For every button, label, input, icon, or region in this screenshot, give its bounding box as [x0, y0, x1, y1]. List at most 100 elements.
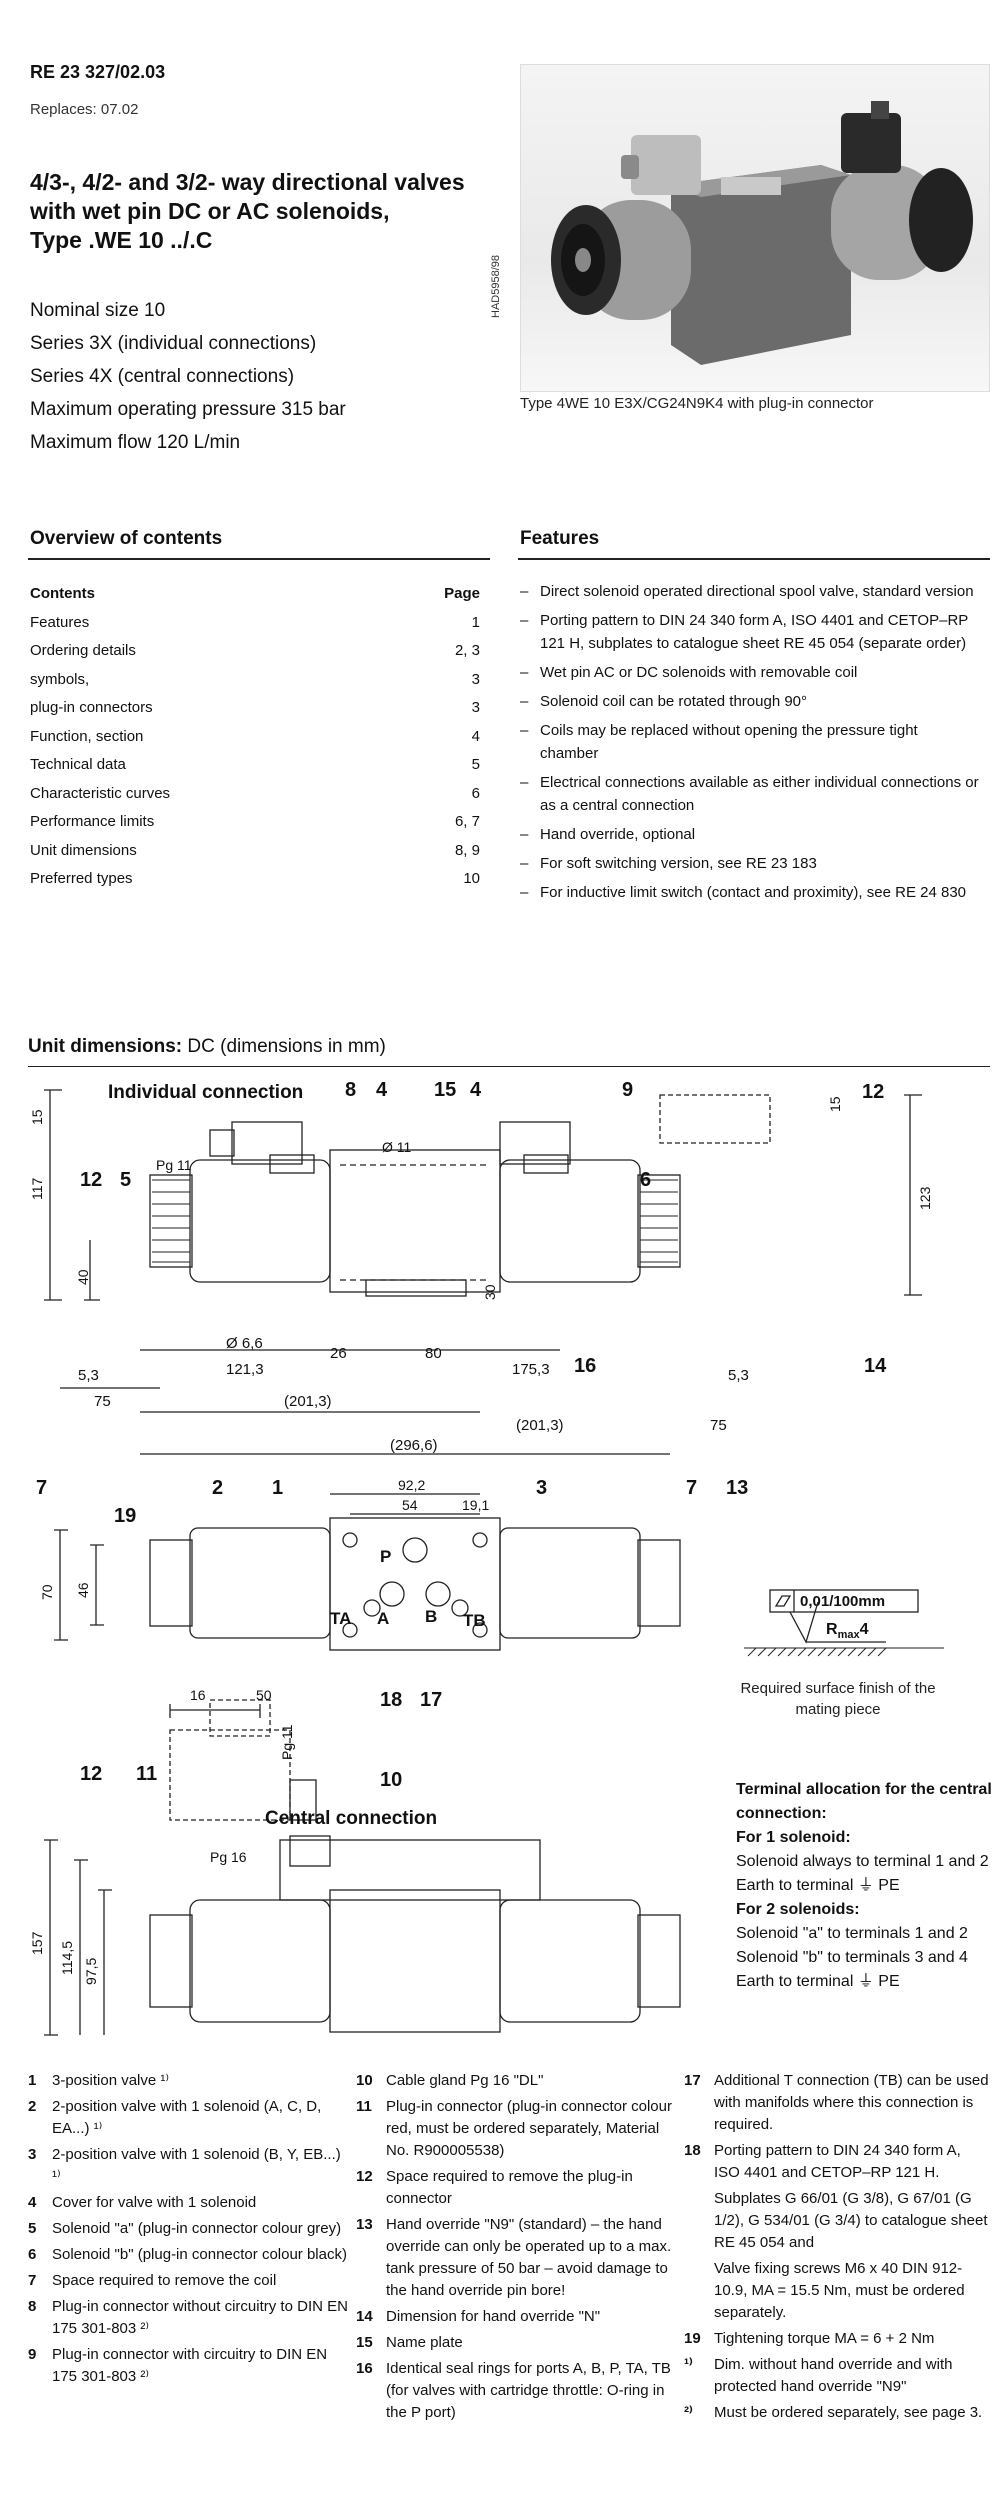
terminal-heading: Terminal allocation for the central conn… [736, 1781, 992, 1822]
spec-series-3x: Series 3X (individual connections) [30, 333, 317, 354]
callout-13: 13 [726, 1477, 748, 1499]
legend-number: 14 [356, 2308, 373, 2325]
legend-text: Hand override "N9" (standard) – the hand… [386, 2216, 672, 2299]
spec-max-pressure: Maximum operating pressure 315 bar [30, 399, 346, 420]
terminal-allocation: Terminal allocation for the central conn… [736, 1778, 996, 1994]
legend-number: 13 [356, 2216, 373, 2233]
port-b [425, 1581, 451, 1607]
features-list: –Direct solenoid operated directional sp… [520, 580, 980, 910]
unit-dimensions-rule [28, 1066, 990, 1067]
feature-text: Electrical connections available as eith… [540, 774, 979, 814]
contents-row-label: Features [30, 613, 90, 631]
legend-number: ¹⁾ [684, 2356, 693, 2373]
terminal-two-b: Solenoid "b" to terminals 3 and 4 [736, 1949, 968, 1966]
feature-text: For inductive limit switch (contact and … [540, 884, 966, 901]
unit-dimensions-note: DC (dimensions in mm) [182, 1036, 386, 1057]
callout-17: 17 [420, 1689, 442, 1711]
dim-114-5: 114,5 [59, 1941, 75, 1975]
features-heading: Features [520, 528, 600, 549]
contents-row-label: Unit dimensions [30, 841, 137, 859]
contents-row-page: 3 [471, 699, 480, 716]
callout-12c: 12 [80, 1763, 102, 1785]
legend-number: 6 [28, 2246, 37, 2263]
dim-26: 26 [330, 1345, 347, 1362]
legend-number: 15 [356, 2334, 373, 2351]
dim-40: 40 [75, 1269, 91, 1285]
solenoid-a-nut [149, 1174, 193, 1268]
legend-item: ²⁾Must be ordered separately, see page 3… [684, 2402, 990, 2424]
terminal-two-solenoids-head: For 2 solenoids: [736, 1901, 860, 1918]
legend-number: ²⁾ [684, 2404, 693, 2421]
contents-row-label: Preferred types [30, 870, 133, 887]
legend-text: Dimension for hand override "N" [386, 2308, 601, 2325]
legend-text: Additional T connection (TB) can be used… [714, 2072, 989, 2133]
dim-157: 157 [29, 1931, 45, 1955]
feature-item: –Electrical connections available as eit… [520, 771, 980, 817]
dim-pg11-b: Pg 11 [279, 1724, 295, 1760]
legend-text: Plug-in connector (plug-in connector col… [386, 2098, 672, 2159]
feature-item: –For inductive limit switch (contact and… [520, 881, 980, 904]
callout-7a: 7 [36, 1477, 47, 1499]
contents-row: symbols,3 [30, 666, 480, 695]
callout-1: 1 [272, 1477, 283, 1499]
plug-connector-b [499, 1121, 571, 1165]
callout-12a: 12 [862, 1081, 884, 1103]
legend-text: Space required to remove the coil [52, 2272, 277, 2289]
title-line-1: 4/3-, 4/2- and 3/2- way directional valv… [30, 169, 465, 195]
solenoid-b-nut [637, 1174, 681, 1268]
terminal-two-a: Solenoid "a" to terminals 1 and 2 [736, 1925, 968, 1942]
document-id: RE 23 327/02.03 [30, 62, 166, 82]
legend-text: Dim. without hand override and with prot… [714, 2356, 953, 2395]
seal-rings [365, 1279, 467, 1297]
legend-text: Plug-in connector without circuitry to D… [52, 2298, 348, 2337]
cable-gland [289, 1835, 331, 1867]
feature-text: Direct solenoid operated directional spo… [540, 583, 974, 600]
feature-item: –Wet pin AC or DC solenoids with removab… [520, 661, 980, 684]
contents-row-page: 1 [471, 613, 480, 631]
callout-4a: 4 [376, 1079, 388, 1101]
legend-item: 14 Dimension for hand override "N" [356, 2306, 676, 2328]
legend-text: Identical seal rings for ports A, B, P, … [386, 2360, 671, 2421]
feature-item: –Direct solenoid operated directional sp… [520, 580, 980, 603]
contents-row-page: 6 [471, 784, 480, 802]
legend-number: 10 [356, 2072, 373, 2089]
photo-code: HAD5958/98 [490, 255, 502, 318]
contents-row-page: 2, 3 [454, 642, 480, 659]
port-ta-label: TA [330, 1609, 351, 1628]
contents-row-page: 5 [471, 756, 480, 773]
callout-15: 15 [434, 1079, 456, 1101]
dim-75-left: 75 [94, 1393, 111, 1410]
port-p-label: P [380, 1547, 391, 1566]
legend-text: Name plate [386, 2334, 463, 2351]
legend-number: 5 [28, 2220, 37, 2237]
title-line-3: Type .WE 10 ../.C [30, 227, 213, 253]
feature-text: Wet pin AC or DC solenoids with removabl… [540, 664, 858, 681]
photo-caption: Type 4WE 10 E3X/CG24N9K4 with plug-in co… [520, 395, 874, 412]
legend-number: 1 [28, 2072, 37, 2089]
dim-19-1: 19,1 [462, 1497, 489, 1513]
feature-text: Coils may be replaced without opening th… [540, 722, 918, 762]
product-photo [520, 64, 990, 392]
solenoid-a-central [189, 1899, 331, 2023]
valve-body-side [329, 1149, 501, 1293]
callout-6: 6 [640, 1169, 651, 1191]
dim-201-3-a: (201,3) [284, 1393, 332, 1410]
callout-4b: 4 [470, 1079, 482, 1101]
legend-number: 3 [28, 2146, 37, 2163]
dim-54: 54 [402, 1497, 418, 1513]
callout-11: 11 [136, 1763, 157, 1785]
feature-item: –Solenoid coil can be rotated through 90… [520, 690, 980, 713]
dim-pg16: Pg 16 [210, 1849, 247, 1865]
contents-row-label: plug-in connectors [30, 699, 153, 716]
callout-12b: 12 [80, 1169, 102, 1191]
feature-item: –For soft switching version, see RE 23 1… [520, 852, 980, 875]
title-line-2: with wet pin DC or AC solenoids, [30, 198, 390, 224]
feature-item: –Porting pattern to DIN 24 340 form A, I… [520, 609, 980, 655]
